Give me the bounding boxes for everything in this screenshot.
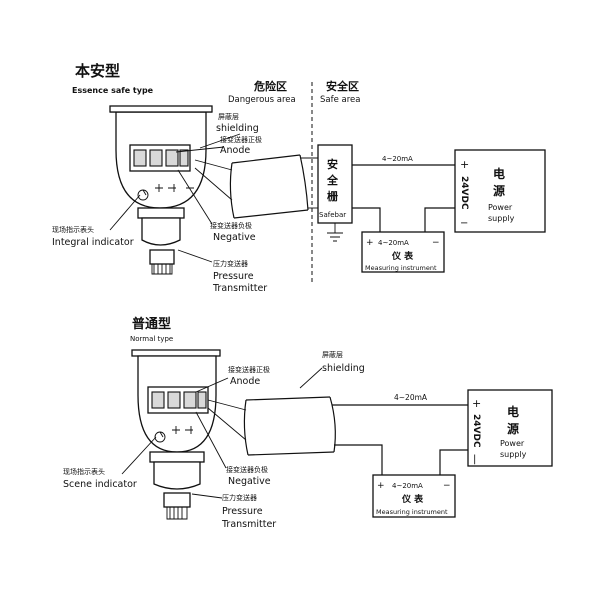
bottom-neck <box>153 461 201 490</box>
bottom-power-cn-1: 电 <box>507 404 519 419</box>
bottom-meter-cn: 仪 表 <box>401 493 424 505</box>
bottom-power-minus: | <box>473 454 476 465</box>
bottom-power-cn-2: 源 <box>507 421 519 436</box>
bottom-power-plus: + <box>472 397 481 410</box>
bottom-power-voltage: 24VDC <box>471 414 481 448</box>
top-meter-plus: + <box>366 238 374 248</box>
top-indicator-en: Integral indicator <box>52 237 134 248</box>
top-power-minus: − <box>460 218 468 229</box>
top-title-cn: 本安型 <box>75 62 120 80</box>
bottom-transmitter-cn: 压力变送器 <box>222 493 257 502</box>
top-power-plus: + <box>460 158 469 171</box>
top-process-connection <box>149 249 175 265</box>
terminal-1 <box>133 149 147 167</box>
bottom-transmitter-en2: Transmitter <box>221 519 276 530</box>
zone-danger-en: Dangerous area <box>228 95 296 105</box>
bottom-meter-en: Measuring instrument <box>376 508 448 516</box>
bottom-meter-minus: − <box>443 481 451 491</box>
bottom-meter: + 4~20mA − 仪 表 Measuring instrument <box>372 474 456 518</box>
top-negative-en: Negative <box>213 232 256 243</box>
top-current-label: 4~20mA <box>382 155 413 163</box>
top-transmitter <box>109 105 213 275</box>
top-meter-range: 4~20mA <box>378 239 409 247</box>
bottom-transmitter-en1: Pressure <box>222 506 263 517</box>
barrier-char-3: 栅 <box>327 189 338 203</box>
terminal-3 <box>165 149 179 167</box>
top-power-cn-2: 源 <box>493 183 505 198</box>
bottom-title-en: Normal type <box>130 335 173 343</box>
terminal-4 <box>179 149 189 167</box>
barrier-en: Safebar <box>319 211 346 219</box>
bottom-indicator-cn: 现场指示表头 <box>63 467 105 476</box>
bottom-negative-cn: 接变送器负极 <box>226 465 268 474</box>
bottom-title-cn: 普通型 <box>132 316 171 332</box>
top-transmitter-en1: Pressure <box>213 271 254 282</box>
bottom-shielding-cn: 屏蔽层 <box>322 350 343 359</box>
bottom-power-en2: supply <box>500 450 527 459</box>
top-meter-minus: − <box>432 238 440 248</box>
top-title-en: Essence safe type <box>72 86 154 95</box>
bottom-shielded-cable <box>329 396 336 453</box>
top-power-supply: + 24VDC − 电 源 Power supply <box>454 149 546 233</box>
top-transmitter-en2: Transmitter <box>212 283 267 294</box>
bottom-anode-cn: 接变送器正极 <box>228 365 270 374</box>
zone-safe-en: Safe area <box>320 95 360 105</box>
top-transmitter-cn: 压力变送器 <box>213 259 248 268</box>
top-shielding-cn: 屏蔽层 <box>218 112 239 121</box>
bottom-section: 普通型 Normal type 屏蔽层 shielding 接变送器正极 Ano… <box>63 316 553 530</box>
top-power-voltage: 24VDC <box>459 176 469 210</box>
top-neck <box>141 217 181 246</box>
top-negative-cn: 接变送器负极 <box>210 221 252 230</box>
top-anode-en: Anode <box>220 145 250 156</box>
top-anode-cn: 接变送器正极 <box>220 135 262 144</box>
barrier-char-2: 全 <box>326 173 339 187</box>
barrier-char-1: 安 <box>327 157 338 171</box>
zone-safe-cn: 安全区 <box>326 79 359 93</box>
bottom-power-en1: Power <box>500 439 525 448</box>
top-power-en1: Power <box>488 203 513 212</box>
top-section: 本安型 Essence safe type 危险区 Dangerous area… <box>52 62 546 294</box>
ground-icon <box>327 223 343 242</box>
top-power-en2: supply <box>488 214 515 223</box>
top-meter-en: Measuring instrument <box>365 264 437 272</box>
top-meter: + 4~20mA − 仪 表 Measuring instrument <box>361 231 445 273</box>
bottom-indicator-en: Scene indicator <box>63 479 137 490</box>
safety-barrier: 安 全 栅 Safebar <box>300 144 353 242</box>
bottom-process-connection <box>163 492 191 508</box>
bottom-anode-en: Anode <box>230 376 260 387</box>
top-meter-cn: 仪 表 <box>391 250 414 262</box>
bottom-meter-range: 4~20mA <box>392 482 423 490</box>
bottom-meter-plus: + <box>377 481 385 491</box>
top-shielding-en: shielding <box>216 123 259 134</box>
top-indicator-cn: 现场指示表头 <box>52 225 94 234</box>
top-power-cn-1: 电 <box>493 166 505 181</box>
bottom-power-supply: + 24VDC | 电 源 Power supply <box>467 389 553 467</box>
zone-danger-cn: 危险区 <box>253 79 287 93</box>
bottom-shielding-en: shielding <box>322 363 365 374</box>
bottom-current-label: 4~20mA <box>394 393 428 402</box>
top-shielded-cable <box>299 154 309 211</box>
terminal-2 <box>149 149 163 167</box>
bottom-negative-en: Negative <box>228 476 271 487</box>
bottom-transmitter <box>131 349 221 520</box>
